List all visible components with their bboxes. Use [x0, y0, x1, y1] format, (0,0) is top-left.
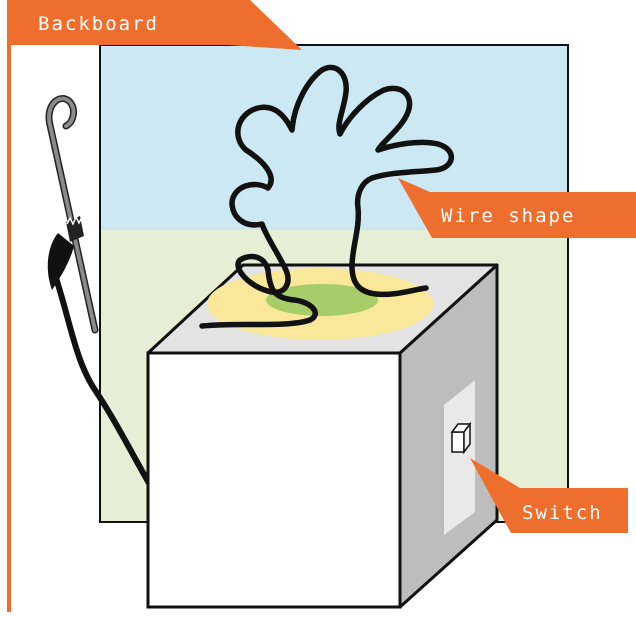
backboard-callout-tag — [11, 0, 302, 50]
wire-shape-label: Wire shape — [441, 205, 575, 227]
wire-shape-callout-tag — [398, 178, 636, 238]
crocodile-clip-icon — [47, 215, 84, 290]
base-center — [266, 284, 378, 316]
switch-callout: Switch — [470, 458, 628, 533]
backboard-callout: Backboard — [11, 0, 302, 50]
box-front-face — [146, 351, 402, 609]
wire-shape-callout: Wire shape — [398, 178, 636, 238]
wire-loop-wand-icon — [45, 95, 99, 334]
backboard-label: Backboard — [38, 13, 159, 35]
lead-cable — [52, 272, 153, 488]
push-switch-icon — [450, 421, 472, 455]
wire-shape — [199, 64, 454, 329]
control-box — [146, 263, 499, 609]
switch-label: Switch — [522, 502, 603, 524]
switch-panel — [444, 380, 475, 535]
margin-rule — [7, 0, 11, 612]
switch-callout-tag — [470, 458, 628, 533]
